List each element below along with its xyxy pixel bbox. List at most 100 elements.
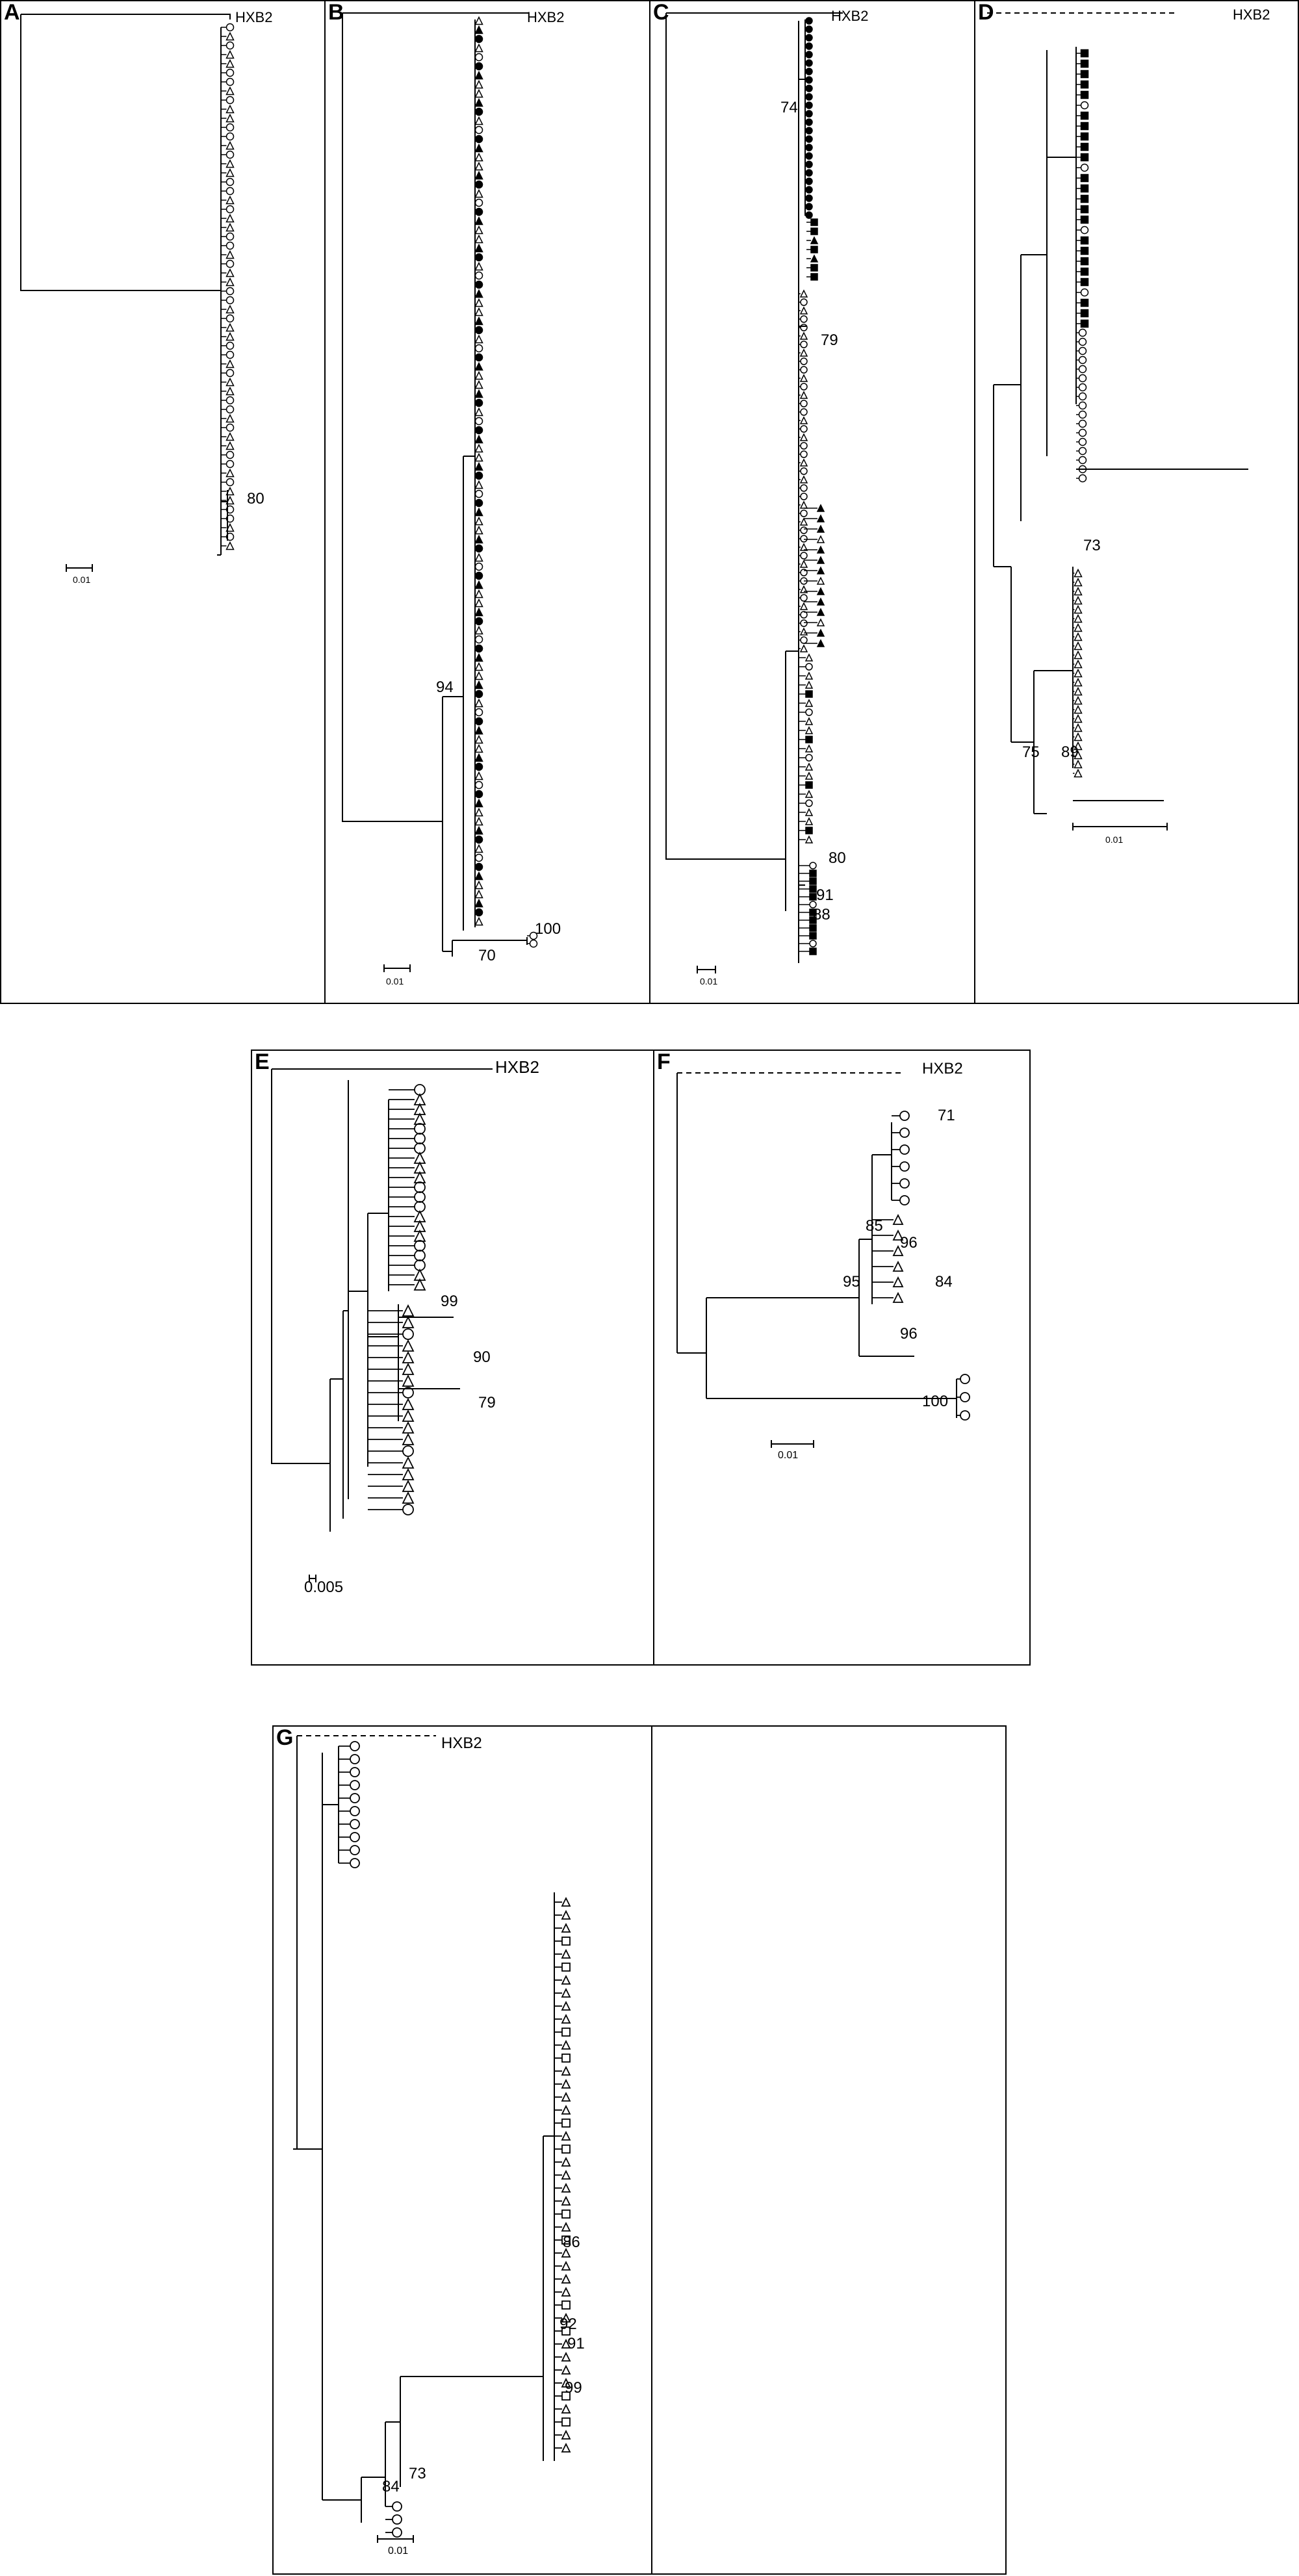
filled-circle-marker bbox=[805, 127, 813, 135]
filled-square-marker bbox=[805, 827, 813, 834]
open-circle-marker bbox=[805, 799, 813, 807]
filled-triangle-marker bbox=[816, 566, 825, 574]
open-triangle-marker bbox=[799, 602, 808, 610]
filled-square-marker bbox=[805, 781, 813, 789]
open-circle-marker bbox=[800, 408, 808, 416]
open-circle-marker bbox=[529, 931, 538, 940]
filled-circle-marker bbox=[474, 398, 483, 407]
panel-label: F bbox=[657, 1050, 671, 1074]
open-triangle-marker bbox=[561, 2130, 571, 2141]
open-circle-marker bbox=[225, 532, 235, 541]
open-circle-marker bbox=[225, 405, 235, 414]
open-circle-marker bbox=[474, 708, 483, 717]
open-circle-marker bbox=[414, 1181, 426, 1193]
open-triangle-marker bbox=[225, 386, 235, 396]
open-triangle-marker bbox=[474, 598, 483, 608]
filled-circle-marker bbox=[805, 42, 813, 50]
open-triangle-marker bbox=[561, 2013, 571, 2024]
filled-triangle-marker bbox=[474, 725, 483, 735]
open-triangle-marker bbox=[225, 195, 235, 205]
open-triangle-marker bbox=[225, 213, 235, 223]
open-triangle-marker bbox=[561, 2260, 571, 2271]
open-triangle-marker bbox=[402, 1456, 415, 1469]
bootstrap-value: 91 bbox=[567, 2335, 585, 2352]
filled-circle-marker bbox=[474, 471, 483, 480]
open-circle-marker bbox=[414, 1250, 426, 1261]
open-circle-marker bbox=[805, 708, 813, 716]
open-triangle-marker bbox=[1074, 623, 1083, 632]
filled-square-marker bbox=[1080, 257, 1089, 266]
open-triangle-marker bbox=[799, 585, 808, 593]
filled-circle-marker bbox=[805, 203, 813, 211]
open-triangle-marker bbox=[1074, 741, 1083, 751]
open-triangle-marker bbox=[561, 2403, 571, 2414]
filled-triangle-marker bbox=[816, 608, 825, 616]
open-circle-marker bbox=[414, 1240, 426, 1252]
open-triangle-marker bbox=[225, 104, 235, 114]
open-triangle-marker bbox=[804, 771, 814, 780]
open-triangle-marker bbox=[1074, 604, 1083, 614]
open-triangle-marker bbox=[561, 1948, 571, 1959]
filled-circle-marker bbox=[805, 68, 813, 75]
open-triangle-marker bbox=[474, 452, 483, 462]
filled-triangle-marker bbox=[474, 243, 483, 253]
open-circle-marker bbox=[960, 1410, 970, 1421]
panel-g-empty bbox=[651, 1725, 1007, 2575]
open-triangle-marker bbox=[474, 889, 483, 899]
open-triangle-marker bbox=[402, 1479, 415, 1492]
filled-square-marker bbox=[1080, 49, 1089, 58]
filled-circle-marker bbox=[474, 280, 483, 289]
open-square-marker bbox=[561, 2028, 571, 2037]
open-triangle-marker bbox=[474, 807, 483, 817]
open-circle-marker bbox=[1078, 419, 1087, 428]
open-triangle-marker bbox=[804, 762, 814, 771]
filled-triangle-marker bbox=[474, 361, 483, 371]
open-square-marker bbox=[561, 2417, 571, 2427]
open-triangle-marker bbox=[799, 560, 808, 568]
open-circle-marker bbox=[350, 1767, 360, 1777]
filled-square-marker bbox=[810, 218, 818, 226]
open-square-marker bbox=[561, 2391, 571, 2401]
filled-circle-marker bbox=[474, 689, 483, 699]
open-triangle-marker bbox=[474, 370, 483, 380]
open-triangle-marker bbox=[474, 916, 483, 926]
open-circle-marker bbox=[800, 298, 808, 306]
open-circle-marker bbox=[800, 636, 808, 644]
open-circle-marker bbox=[474, 853, 483, 862]
open-triangle-marker bbox=[474, 188, 483, 198]
open-square-marker bbox=[561, 1963, 571, 1972]
open-triangle-marker bbox=[1074, 641, 1083, 650]
filled-square-marker bbox=[810, 264, 818, 272]
reference-label: HXB2 bbox=[495, 1057, 539, 1077]
filled-circle-marker bbox=[805, 152, 813, 160]
filled-square-marker bbox=[1080, 90, 1089, 99]
filled-triangle-marker bbox=[474, 534, 483, 544]
bootstrap-value: 74 bbox=[780, 99, 798, 116]
filled-triangle-marker bbox=[816, 628, 825, 637]
open-circle-marker bbox=[1080, 225, 1089, 235]
open-triangle-marker bbox=[1074, 586, 1083, 596]
open-circle-marker bbox=[1080, 163, 1089, 172]
open-circle-marker bbox=[225, 350, 235, 359]
filled-triangle-marker bbox=[474, 97, 483, 107]
open-triangle-marker bbox=[225, 268, 235, 277]
bootstrap-value: 73 bbox=[409, 2465, 426, 2482]
open-triangle-marker bbox=[225, 468, 235, 478]
panel-a: A HXB2 80 0.01 bbox=[0, 0, 326, 1004]
filled-circle-marker bbox=[805, 135, 813, 143]
open-triangle-marker bbox=[413, 1229, 426, 1242]
filled-circle-marker bbox=[474, 326, 483, 335]
open-triangle-marker bbox=[402, 1304, 415, 1317]
open-circle-marker bbox=[800, 324, 808, 331]
open-triangle-marker bbox=[474, 525, 483, 535]
open-circle-marker bbox=[800, 366, 808, 374]
filled-triangle-marker bbox=[816, 504, 825, 512]
open-square-marker bbox=[561, 2119, 571, 2128]
open-triangle-marker bbox=[799, 289, 808, 298]
open-triangle-marker bbox=[402, 1491, 415, 1504]
open-circle-marker bbox=[225, 232, 235, 241]
filled-square-marker bbox=[809, 877, 817, 885]
scale-bar-label: 0.01 bbox=[388, 2545, 409, 2557]
open-triangle-marker bbox=[561, 2312, 571, 2323]
filled-circle-marker bbox=[805, 211, 813, 219]
